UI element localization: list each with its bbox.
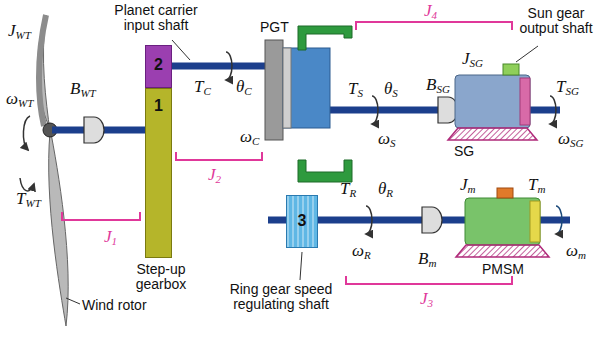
- blade-shade: [39, 15, 46, 126]
- inertia-bracket: [62, 212, 140, 220]
- part-label: Planet carrier input shaft: [102, 3, 210, 34]
- variable-symbol: Tm: [528, 176, 545, 195]
- pmsm-body: [465, 198, 540, 245]
- variable-symbol: TR: [340, 180, 356, 199]
- part-label: PMSM: [482, 262, 524, 277]
- variable-symbol: θR: [378, 180, 393, 199]
- inertia-symbol: J2: [208, 166, 221, 185]
- terminal-box: [497, 188, 513, 198]
- mounting-base: [448, 128, 537, 140]
- part-label: Step-up gearbox: [126, 262, 196, 293]
- gear-block: 2: [145, 45, 172, 88]
- variable-symbol: Jm: [460, 176, 476, 195]
- variable-symbol: JWT: [8, 22, 31, 41]
- rotor-blade: [38, 15, 69, 326]
- variable-symbol: ωm: [566, 242, 586, 261]
- generator-end: [520, 78, 530, 125]
- variable-symbol: BWT: [70, 80, 96, 99]
- callout-number: 1: [154, 97, 163, 257]
- callout-number: 3: [298, 212, 307, 247]
- callout-number: 2: [154, 56, 163, 87]
- variable-symbol: θS: [384, 80, 398, 99]
- variable-symbol: TS: [348, 80, 363, 99]
- inertia-symbol: J3: [420, 290, 433, 309]
- leader-line: [172, 40, 190, 60]
- variable-symbol: ωS: [378, 130, 396, 149]
- part-label: SG: [454, 144, 474, 159]
- leader-line: [300, 252, 302, 280]
- torque-arrow: [23, 116, 30, 150]
- torque-arrow: [226, 52, 232, 80]
- variable-symbol: ωWT: [6, 90, 33, 109]
- ring-gear-housing: [298, 26, 352, 50]
- planetary-gear-block: [283, 48, 330, 128]
- leader-line: [516, 46, 538, 62]
- inertia-bracket: [356, 22, 512, 30]
- variable-symbol: ωSG: [558, 130, 584, 149]
- torque-arrow: [372, 96, 378, 124]
- gear-block: 1: [145, 88, 172, 258]
- variable-symbol: Bm: [418, 250, 436, 269]
- leader-line: [66, 298, 80, 304]
- pmsm-end: [530, 201, 540, 242]
- terminal-box: [503, 64, 519, 75]
- planet-carrier-plate: [265, 40, 283, 140]
- variable-symbol: ωC: [240, 128, 259, 147]
- variable-symbol: TSG: [556, 78, 579, 97]
- part-label: Sun gear output shaft: [515, 6, 597, 37]
- torque-arrow: [556, 206, 562, 234]
- variable-symbol: θC: [236, 78, 252, 97]
- variable-symbol: ωR: [352, 242, 371, 261]
- part-label: PGT: [260, 20, 289, 35]
- gear-block: 3: [286, 195, 318, 248]
- ring-gear-housing: [298, 160, 352, 182]
- part-label: Wind rotor: [82, 298, 147, 313]
- coupling: [84, 117, 104, 143]
- variable-symbol: BSG: [426, 76, 450, 95]
- variable-symbol: JSG: [462, 50, 483, 69]
- variable-symbol: TC: [194, 78, 211, 97]
- variable-symbol: TWT: [16, 190, 41, 209]
- planet-gear-teeth: [283, 48, 291, 128]
- inertia-bracket: [346, 276, 512, 284]
- inertia-symbol: J4: [424, 2, 437, 21]
- inertia-symbol: J1: [104, 228, 117, 247]
- mounting-base: [456, 245, 549, 257]
- generator-body: [455, 75, 530, 128]
- part-label: Ring gear speed regulating shaft: [222, 282, 340, 313]
- coupling: [422, 207, 442, 233]
- inertia-bracket: [176, 152, 262, 160]
- torque-arrow: [366, 206, 372, 234]
- torque-arrow: [550, 96, 556, 124]
- carrier-input-shaft: [172, 63, 266, 70]
